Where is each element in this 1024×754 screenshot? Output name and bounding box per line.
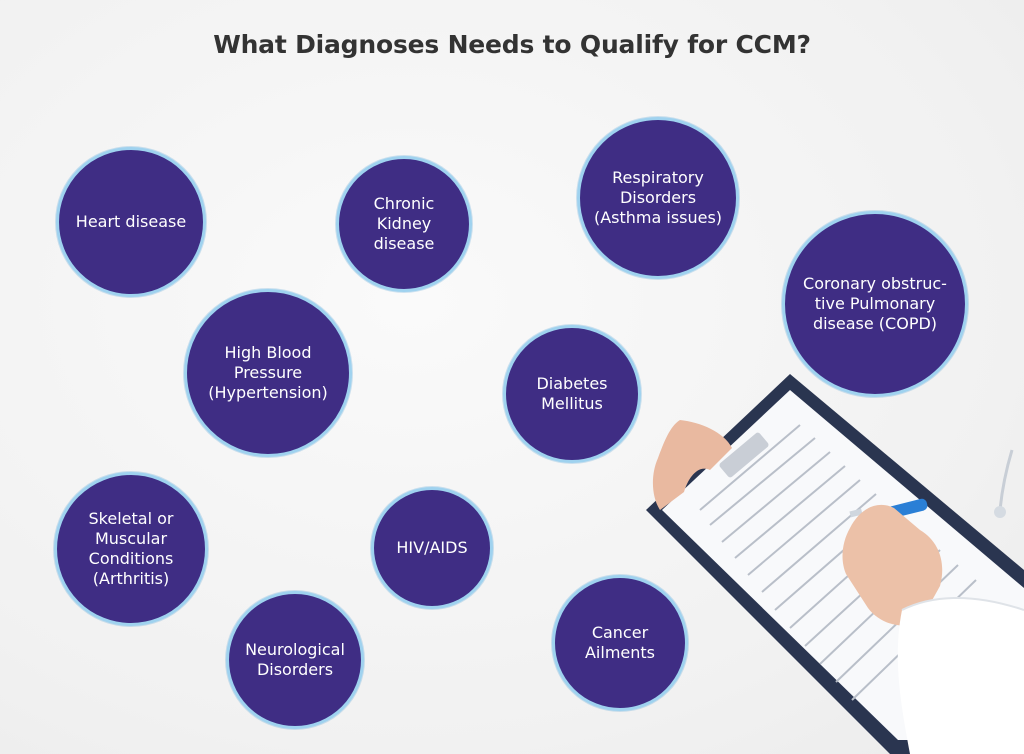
bubble-label: Skeletal or Muscular Conditions (Arthrit… [88, 509, 174, 588]
bubble-diabetes-mellitus: Diabetes Mellitus [503, 325, 641, 463]
lab-coat-sleeve-icon [897, 597, 1024, 754]
stethoscope-icon [994, 449, 1014, 518]
bubble-label: Coronary obstruc- tive Pulmonary disease… [803, 274, 947, 333]
page-title: What Diagnoses Needs to Qualify for CCM? [213, 30, 811, 59]
bubble-label: Cancer Ailments [584, 623, 655, 662]
bubble-neurological-disorders: Neurological Disorders [226, 591, 364, 729]
hand-left-icon [652, 420, 732, 510]
bubble-hiv-aids: HIV/AIDS [371, 487, 493, 609]
bubble-chronic-kidney-disease: Chronic Kidney disease [336, 156, 472, 292]
bubble-high-blood-pressure: High Blood Pressure (Hypertension) [184, 289, 352, 457]
bubble-label: Neurological Disorders [245, 640, 345, 679]
bubble-label: Respiratory Disorders (Asthma issues) [593, 168, 723, 227]
bubble-label: HIV/AIDS [396, 538, 468, 557]
bubble-cancer-ailments: Cancer Ailments [552, 575, 688, 711]
bubble-label: Heart disease [75, 212, 187, 231]
bubble-label: Chronic Kidney disease [373, 194, 435, 253]
clipboard-illustration [646, 374, 1024, 754]
bubble-heart-disease: Heart disease [56, 147, 206, 297]
bubble-skeletal-muscular-conditions: Skeletal or Muscular Conditions (Arthrit… [54, 472, 208, 626]
bubble-label: High Blood Pressure (Hypertension) [208, 343, 328, 402]
bubble-copd: Coronary obstruc- tive Pulmonary disease… [782, 211, 968, 397]
hand-right-icon [842, 504, 943, 626]
bubble-label: Diabetes Mellitus [536, 374, 608, 413]
bubble-respiratory-disorders: Respiratory Disorders (Asthma issues) [577, 117, 739, 279]
